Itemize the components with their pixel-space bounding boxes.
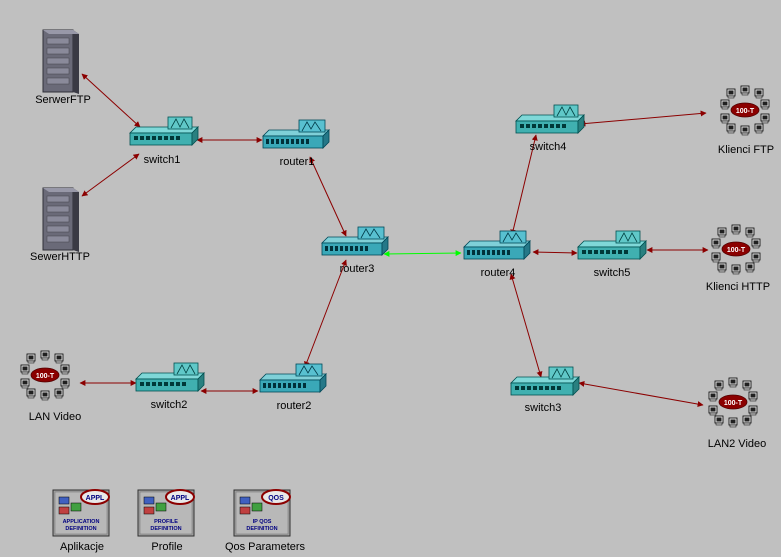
config-caption: DEFINITION bbox=[150, 526, 181, 532]
node-label-switch1: switch1 bbox=[143, 154, 181, 166]
link-router3-router2[interactable] bbox=[304, 259, 347, 368]
link-switch4-klienci_ftp[interactable] bbox=[579, 110, 707, 127]
router-icon[interactable] bbox=[321, 226, 389, 256]
node-label-serwer_ftp: SerwerFTP bbox=[35, 94, 91, 106]
link-serwer_http-switch1[interactable] bbox=[81, 153, 140, 197]
lan-badge-text: 100-T bbox=[727, 247, 746, 254]
config-badge-text: APPL bbox=[86, 495, 105, 502]
config-label-qos: Qos Parameters bbox=[224, 541, 306, 553]
lan-100t-icon[interactable]: 100-T bbox=[708, 377, 758, 428]
config-badge-text: QOS bbox=[268, 495, 284, 502]
link-router4-switch3[interactable] bbox=[509, 273, 543, 378]
node-label-router1: router1 bbox=[279, 156, 315, 168]
config-label-profile: Profile bbox=[151, 541, 183, 553]
switch-icon[interactable] bbox=[515, 104, 585, 134]
node-label-lan_video: LAN Video bbox=[28, 411, 82, 423]
node-label-klienci_ftp: Klienci FTP bbox=[717, 144, 775, 156]
lan-100t-icon[interactable]: 100-T bbox=[20, 350, 70, 401]
config-label-aplikacje: Aplikacje bbox=[59, 541, 105, 553]
server-icon[interactable] bbox=[42, 187, 79, 252]
node-label-serwer_http: SewerHTTP bbox=[30, 251, 90, 263]
config-caption: DEFINITION bbox=[65, 526, 96, 532]
config-caption: PROFILE bbox=[154, 519, 178, 525]
node-label-klienci_http: Klienci HTTP bbox=[705, 281, 771, 293]
lan-badge-text: 100-T bbox=[736, 108, 755, 115]
router-icon[interactable] bbox=[262, 119, 330, 149]
switch-icon[interactable] bbox=[129, 116, 199, 146]
node-label-lan2_video: LAN2 Video bbox=[707, 438, 767, 450]
link-router1-router3[interactable] bbox=[309, 156, 347, 237]
switch-icon[interactable] bbox=[135, 362, 205, 392]
router-icon[interactable] bbox=[463, 230, 531, 260]
server-icon[interactable] bbox=[42, 29, 79, 94]
lan-badge-text: 100-T bbox=[36, 373, 55, 380]
link-router3-router4[interactable] bbox=[383, 250, 462, 257]
switch-icon[interactable] bbox=[577, 230, 647, 260]
lan-badge-text: 100-T bbox=[724, 400, 743, 407]
node-label-router2: router2 bbox=[276, 400, 312, 412]
node-label-switch2: switch2 bbox=[150, 399, 188, 411]
router-icon[interactable] bbox=[259, 363, 327, 393]
lan-100t-icon[interactable]: 100-T bbox=[711, 224, 761, 275]
link-switch3-lan2_video[interactable] bbox=[578, 380, 704, 408]
config-caption: IP QOS bbox=[253, 519, 272, 525]
switch-icon[interactable] bbox=[510, 366, 580, 396]
link-router4-switch5[interactable] bbox=[532, 249, 578, 256]
node-label-router3: router3 bbox=[339, 263, 375, 275]
lan-100t-icon[interactable]: 100-T bbox=[720, 85, 770, 136]
node-label-switch5: switch5 bbox=[593, 267, 631, 279]
link-router4-switch4[interactable] bbox=[510, 134, 538, 236]
node-label-switch3: switch3 bbox=[524, 402, 562, 414]
node-label-switch4: switch4 bbox=[529, 141, 567, 153]
link-serwer_ftp-switch1[interactable] bbox=[81, 73, 141, 128]
config-caption: DEFINITION bbox=[246, 526, 277, 532]
config-badge-text: APPL bbox=[171, 495, 190, 502]
config-caption: APPLICATION bbox=[63, 519, 100, 525]
node-label-router4: router4 bbox=[480, 267, 516, 279]
